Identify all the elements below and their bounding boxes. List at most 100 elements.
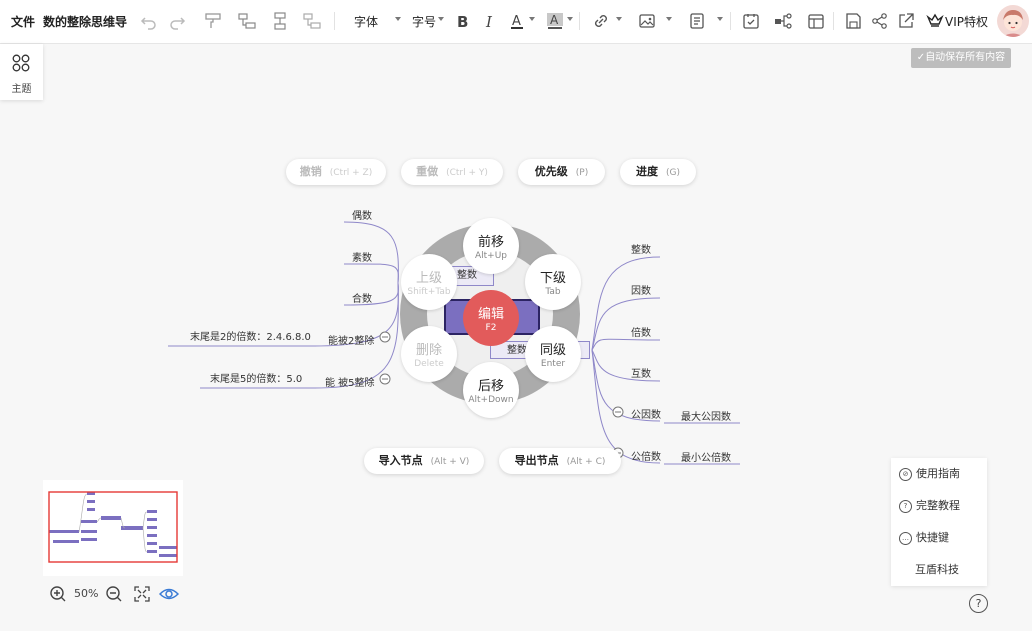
mindmap-node[interactable]: 互数 (631, 369, 651, 380)
help-item-label: 完整教程 (916, 499, 960, 512)
move-backward-key: Alt+Down (468, 395, 514, 405)
highlight-color-icon[interactable]: A (545, 11, 565, 31)
layout-icon[interactable] (806, 11, 826, 31)
undo-icon[interactable] (139, 11, 159, 31)
mindmap-leaf[interactable]: 最大公因数 (681, 412, 731, 423)
full-tutorial-link[interactable]: ? 完整教程 (899, 498, 960, 514)
mindmap-node[interactable]: 能被2整除 (328, 336, 375, 347)
progress-hint[interactable]: 进度 (G) (620, 159, 696, 185)
help-item-label: 使用指南 (916, 467, 960, 480)
font-family-select[interactable]: 字体 (354, 15, 379, 29)
autosave-status: ✓自动保存所有内容 (911, 48, 1011, 68)
link-icon[interactable] (591, 11, 611, 31)
add-child-key: Tab (545, 287, 561, 297)
mindmap-node[interactable]: 倍数 (631, 328, 651, 339)
redo-icon[interactable] (167, 11, 187, 31)
edit-node-label: 编辑 (477, 307, 504, 322)
chevron-down-icon (529, 17, 535, 21)
help-item-label: 互盾科技 (915, 563, 959, 576)
import-node-hint[interactable]: 导入节点(Alt + V) (364, 448, 484, 474)
theme-button[interactable]: 主题 (0, 44, 43, 100)
edit-node-button[interactable]: 编辑 F2 (463, 290, 519, 346)
add-child-node-icon[interactable] (237, 11, 257, 31)
import-node-key: (Alt + V) (430, 457, 470, 467)
move-backward-button[interactable]: 后移 Alt+Down (463, 362, 519, 418)
italic-icon[interactable]: I (481, 11, 501, 31)
help-icon[interactable]: ? (969, 594, 988, 613)
add-sibling-button[interactable]: 同级 Enter (525, 326, 581, 382)
zoom-level: 50% (74, 587, 99, 600)
add-parent-key: Shift+Tab (407, 287, 451, 297)
priority-hint[interactable]: 优先级(P) (518, 159, 605, 185)
user-avatar[interactable] (997, 5, 1029, 37)
check-circle-icon: ✓ (916, 52, 926, 63)
undo-hint[interactable]: 撤销 (Ctrl + Z) (286, 159, 386, 185)
file-menu[interactable]: 文件 (11, 15, 36, 29)
undo-hint-key: (Ctrl + Z) (329, 168, 373, 178)
undo-hint-label: 撤销 (299, 165, 322, 178)
compass-icon: ⊘ (899, 467, 912, 481)
export-node-label: 导出节点 (514, 454, 559, 467)
document-title[interactable]: 数的整除思维导 (43, 15, 128, 29)
add-parent-node-icon[interactable] (302, 11, 322, 31)
mindmap-leaf[interactable]: 最小公倍数 (681, 453, 731, 464)
redo-hint[interactable]: 重做 (Ctrl + Y) (401, 159, 503, 185)
move-backward-label: 后移 (477, 379, 504, 394)
user-guide-link[interactable]: ⊘ 使用指南 (899, 466, 960, 482)
crown-icon[interactable] (925, 11, 945, 31)
add-child-button[interactable]: 下级 Tab (525, 254, 581, 310)
mindmap-node[interactable]: 整数 (631, 245, 651, 256)
mindmap-node[interactable]: 素数 (352, 253, 372, 264)
export-node-hint[interactable]: 导出节点(Alt + C) (499, 448, 621, 474)
mindmap-node[interactable]: 能 被5整除 (325, 378, 375, 389)
redo-hint-label: 重做 (416, 165, 439, 178)
chevron-down-icon (567, 17, 573, 21)
structure-icon[interactable] (773, 11, 793, 31)
export-icon[interactable] (896, 11, 916, 31)
note-icon[interactable] (687, 11, 707, 31)
mindmap-node[interactable]: 合数 (352, 294, 372, 305)
minimap[interactable] (43, 480, 183, 576)
mindmap-leaf[interactable]: 末尾是5的倍数：5.0 (210, 374, 303, 385)
shortcuts-link[interactable]: …快捷键 (899, 530, 949, 546)
fit-screen-icon[interactable] (132, 584, 152, 604)
mindmap-node[interactable]: 因数 (631, 286, 651, 297)
eye-icon[interactable] (158, 584, 180, 604)
image-icon[interactable] (637, 11, 657, 31)
svg-text:I: I (485, 13, 493, 31)
zoom-in-icon[interactable] (48, 584, 68, 604)
vip-button[interactable]: VIP特权 (945, 15, 988, 29)
zoom-out-icon[interactable] (104, 584, 124, 604)
mindmap-leaf[interactable]: 末尾是2的倍数：2.4.6.8.0 (190, 332, 311, 343)
format-painter-icon[interactable] (203, 11, 223, 31)
save-icon[interactable] (843, 11, 863, 31)
move-forward-key: Alt+Up (474, 251, 508, 261)
theme-label: 主题 (11, 84, 32, 95)
chevron-down-icon (616, 17, 622, 21)
more-icon: … (899, 531, 912, 545)
share-icon[interactable] (870, 11, 890, 31)
theme-icon (12, 54, 30, 76)
delete-node-label: 删除 (415, 343, 442, 358)
progress-hint-key: (G) (666, 168, 680, 178)
minimap-preview (48, 491, 178, 563)
add-sibling-node-icon[interactable] (270, 11, 290, 31)
redo-hint-key: (Ctrl + Y) (446, 168, 488, 178)
delete-node-button[interactable]: 删除 Delete (401, 326, 457, 382)
mindmap-node[interactable]: 公倍数 (631, 452, 661, 463)
add-child-label: 下级 (539, 271, 566, 286)
task-icon[interactable] (741, 11, 761, 31)
company-link[interactable]: 互盾科技 (915, 562, 959, 578)
font-size-select[interactable]: 字号 (412, 15, 437, 29)
chevron-down-icon (717, 17, 723, 21)
question-icon: ? (899, 499, 912, 513)
font-color-icon[interactable]: A (507, 11, 527, 31)
add-parent-button[interactable]: 上级 Shift+Tab (401, 254, 457, 310)
partial-node-label: 整数 (457, 270, 477, 281)
progress-hint-label: 进度 (636, 165, 658, 178)
mindmap-node[interactable]: 偶数 (352, 211, 372, 222)
bold-icon[interactable]: B (453, 11, 473, 31)
chevron-down-icon (666, 17, 672, 21)
move-forward-button[interactable]: 前移 Alt+Up (463, 218, 519, 274)
mindmap-node[interactable]: 公因数 (631, 410, 661, 421)
